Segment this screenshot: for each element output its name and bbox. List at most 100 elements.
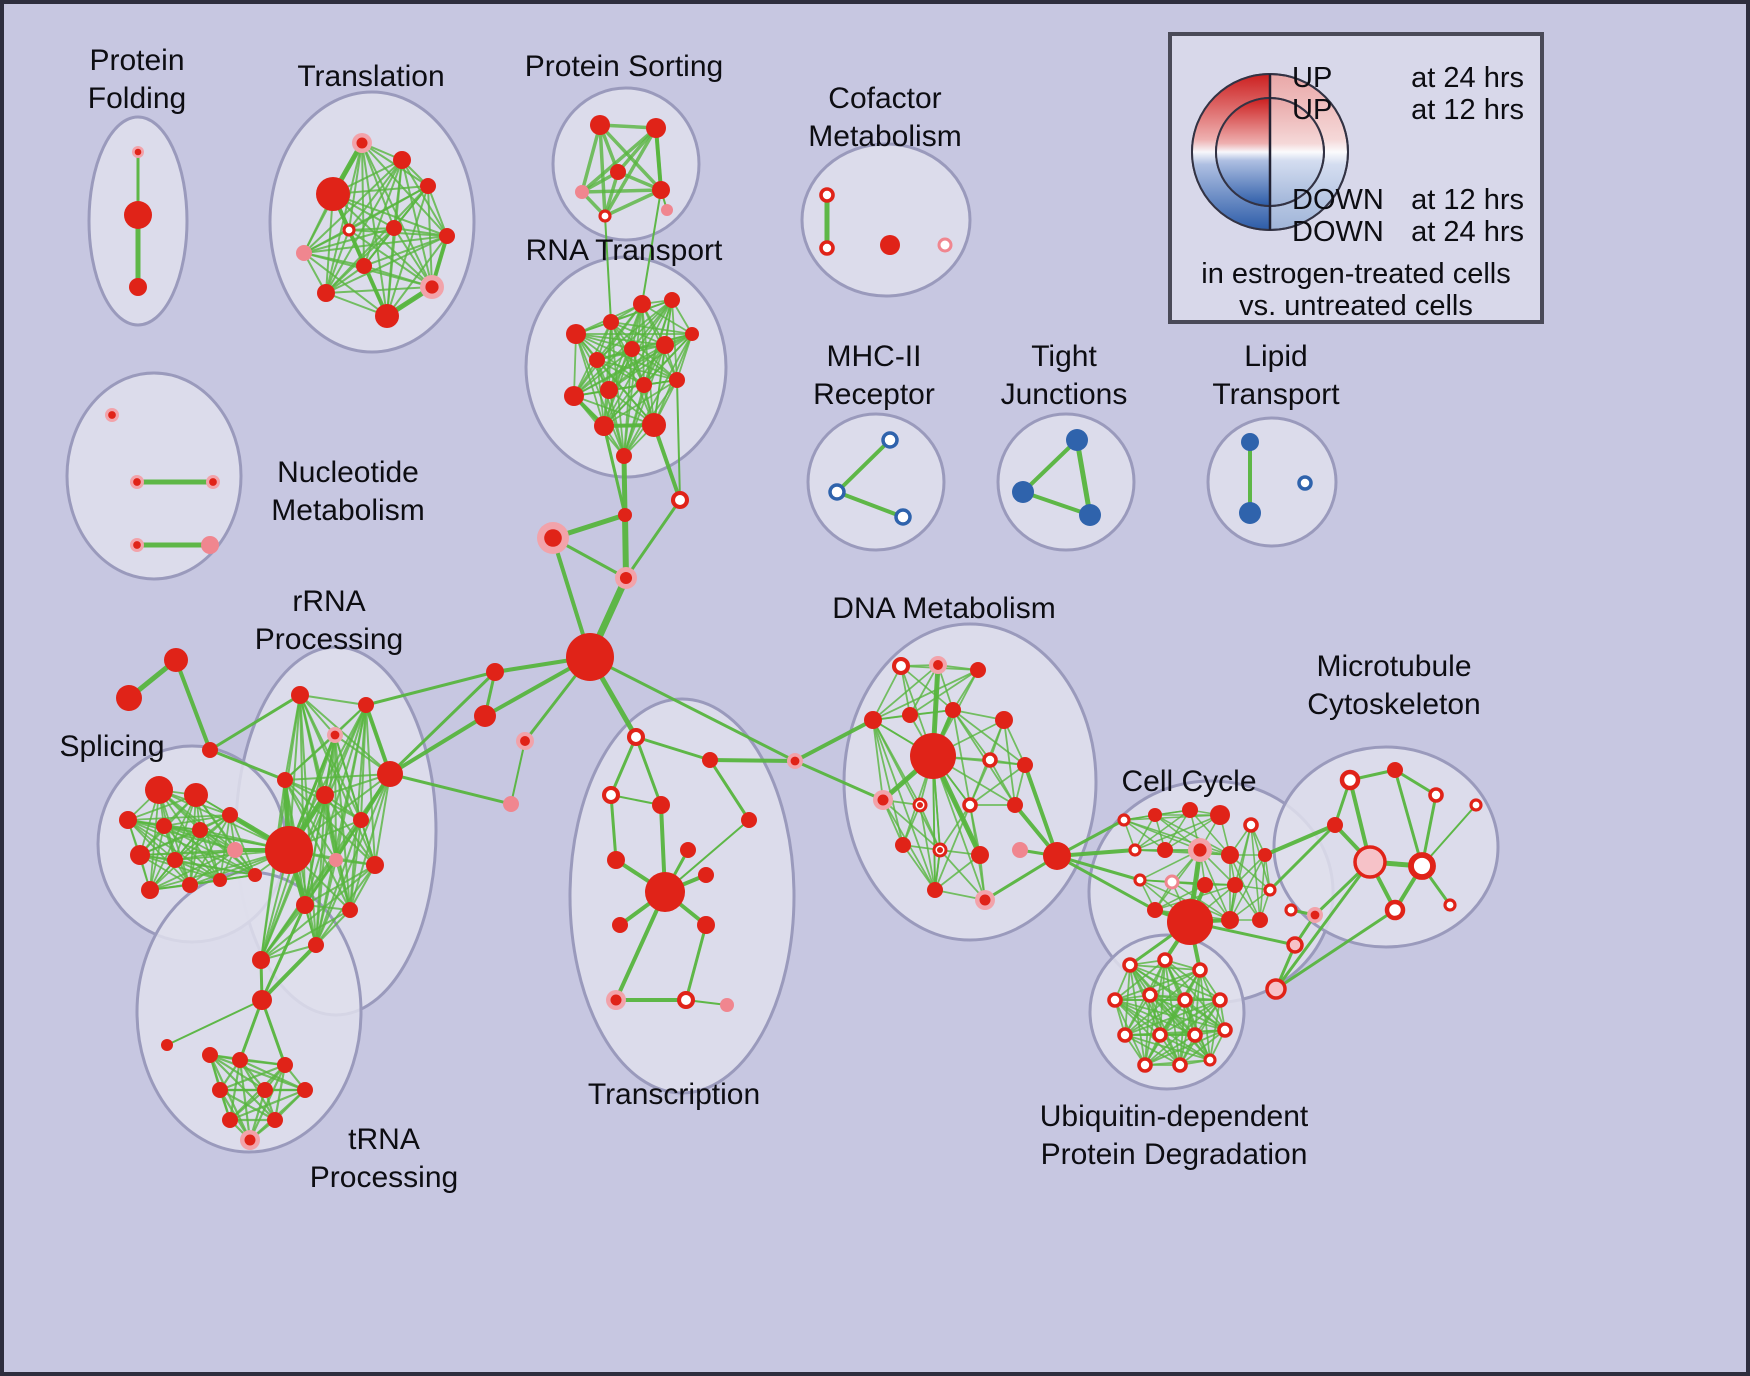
gene-node-n4 bbox=[130, 538, 144, 552]
gene-node-ps3 bbox=[575, 185, 589, 199]
legend-direction-label: UP bbox=[1292, 94, 1333, 126]
gene-node-m2 bbox=[1387, 762, 1403, 778]
gene-node-x1 bbox=[626, 727, 646, 747]
edge-m2-m3 bbox=[1393, 768, 1438, 797]
edge-d2-d4 bbox=[872, 664, 939, 721]
gene-node-d1 bbox=[891, 656, 911, 676]
edge-d16-d20 bbox=[939, 849, 986, 901]
gene-node-x3 bbox=[652, 796, 670, 814]
gene-node-ps2 bbox=[646, 118, 666, 138]
gene-node-d5 bbox=[902, 707, 918, 723]
edge-d17-d19 bbox=[934, 854, 981, 891]
legend-row-up-24: UP at 24 hrs bbox=[1292, 62, 1524, 95]
legend-time-label: at 12 hrs bbox=[1411, 184, 1524, 216]
edge-c1-c9 bbox=[1123, 819, 1231, 856]
edge-s8-s13 bbox=[174, 859, 256, 876]
edge-rt5-rt14 bbox=[596, 359, 655, 426]
gene-node-b1 bbox=[1043, 842, 1071, 870]
gene-node-c16 bbox=[1167, 899, 1213, 945]
edge-u7-u8 bbox=[1124, 999, 1221, 1036]
gene-node-x11 bbox=[676, 990, 696, 1010]
edge-tn3-tn11 bbox=[208, 1053, 252, 1142]
gene-node-r5 bbox=[277, 772, 293, 788]
edge-c15-m5 bbox=[1268, 823, 1337, 892]
gene-node-m6 bbox=[1353, 845, 1387, 879]
legend-direction-label: UP bbox=[1292, 62, 1333, 94]
edge-tn1-tn2 bbox=[166, 999, 263, 1046]
edge-tr3-r1 bbox=[208, 693, 302, 752]
gene-node-ps1 bbox=[590, 115, 610, 135]
gene-node-n3 bbox=[206, 475, 220, 489]
edge-pk1-d11 bbox=[793, 759, 885, 802]
gene-node-x8 bbox=[612, 917, 628, 933]
legend-direction-label: DOWN bbox=[1292, 184, 1384, 216]
edge-cl1-r4 bbox=[388, 670, 497, 776]
edge-t4-t12 bbox=[363, 159, 403, 267]
gene-node-cm2 bbox=[819, 240, 835, 256]
edge-rt10-rt15 bbox=[608, 389, 625, 457]
gene-node-c5 bbox=[1243, 817, 1259, 833]
gene-node-rt1 bbox=[566, 324, 586, 344]
edge-t5-t6 bbox=[348, 185, 429, 231]
gene-node-tr1 bbox=[164, 648, 188, 672]
gene-node-tn1 bbox=[252, 990, 272, 1010]
gene-node-d10 bbox=[1017, 757, 1033, 773]
legend-updown-glyph bbox=[1191, 73, 1349, 231]
edge-ps3-ps5 bbox=[580, 188, 663, 194]
gene-node-ps7 bbox=[661, 204, 673, 216]
gene-node-c8 bbox=[1188, 838, 1212, 862]
edge-d10-b1 bbox=[1023, 763, 1059, 858]
gene-node-r1 bbox=[291, 686, 309, 704]
edge-sp1-sp4 bbox=[624, 498, 682, 580]
edge-u5-u12 bbox=[1144, 994, 1151, 1066]
edge-d9-d13 bbox=[969, 759, 991, 806]
gene-node-tn11 bbox=[240, 1130, 260, 1150]
gene-node-t1 bbox=[316, 177, 350, 211]
legend-row-down-24: DOWN at 24 hrs bbox=[1292, 216, 1524, 249]
gene-node-mh1 bbox=[881, 431, 899, 449]
edge-r3-r13 bbox=[315, 734, 336, 946]
edge-r12-r14 bbox=[260, 909, 351, 961]
gene-node-lp1 bbox=[1241, 433, 1259, 451]
gene-node-x6 bbox=[645, 872, 685, 912]
edge-x2-x4 bbox=[609, 793, 618, 862]
edge-tj2-tj3 bbox=[1021, 490, 1092, 517]
edge-sp5-pk1 bbox=[588, 655, 797, 763]
gene-node-s1 bbox=[145, 776, 173, 804]
legend-row-down-12: DOWN at 12 hrs bbox=[1292, 184, 1524, 217]
edge-tn5-tn11 bbox=[248, 1063, 287, 1142]
edge-r4-r13 bbox=[315, 773, 391, 946]
edge-r10-r11 bbox=[304, 864, 376, 906]
edge-x1-x3 bbox=[634, 735, 663, 807]
gene-node-c3 bbox=[1182, 802, 1198, 818]
edge-t6-t8 bbox=[325, 229, 350, 294]
edge-d3-d4 bbox=[872, 669, 979, 721]
edge-ps6-rt2 bbox=[604, 215, 612, 323]
edge-s3-s6 bbox=[127, 814, 231, 821]
edge-c1-c7 bbox=[1123, 819, 1166, 851]
edge-r4-r5 bbox=[284, 773, 391, 781]
edge-cl3-cl4 bbox=[510, 740, 526, 805]
gene-node-r2 bbox=[358, 697, 374, 713]
edge-t9-t11 bbox=[386, 235, 448, 317]
edge-d2-d5 bbox=[909, 664, 939, 716]
gene-node-t9 bbox=[375, 304, 399, 328]
gene-node-m4 bbox=[1469, 798, 1483, 812]
gene-node-m10 bbox=[1307, 907, 1323, 923]
edge-pk1-d4 bbox=[793, 718, 875, 763]
cluster-label-rna-transport: RNA Transport bbox=[526, 234, 723, 267]
edge-d3-d5 bbox=[909, 669, 979, 716]
edge-s2-s10 bbox=[149, 794, 197, 891]
gene-node-t8 bbox=[317, 284, 335, 302]
gene-node-tn8 bbox=[297, 1082, 313, 1098]
cluster-label-protein-sorting: Protein Sorting bbox=[525, 50, 723, 83]
gene-node-x2 bbox=[601, 785, 621, 805]
edge-rt11-rt15 bbox=[623, 384, 645, 457]
gene-node-r6 bbox=[316, 786, 334, 804]
cluster-label-transcription: Transcription bbox=[588, 1078, 760, 1111]
gene-node-t3 bbox=[296, 245, 312, 261]
